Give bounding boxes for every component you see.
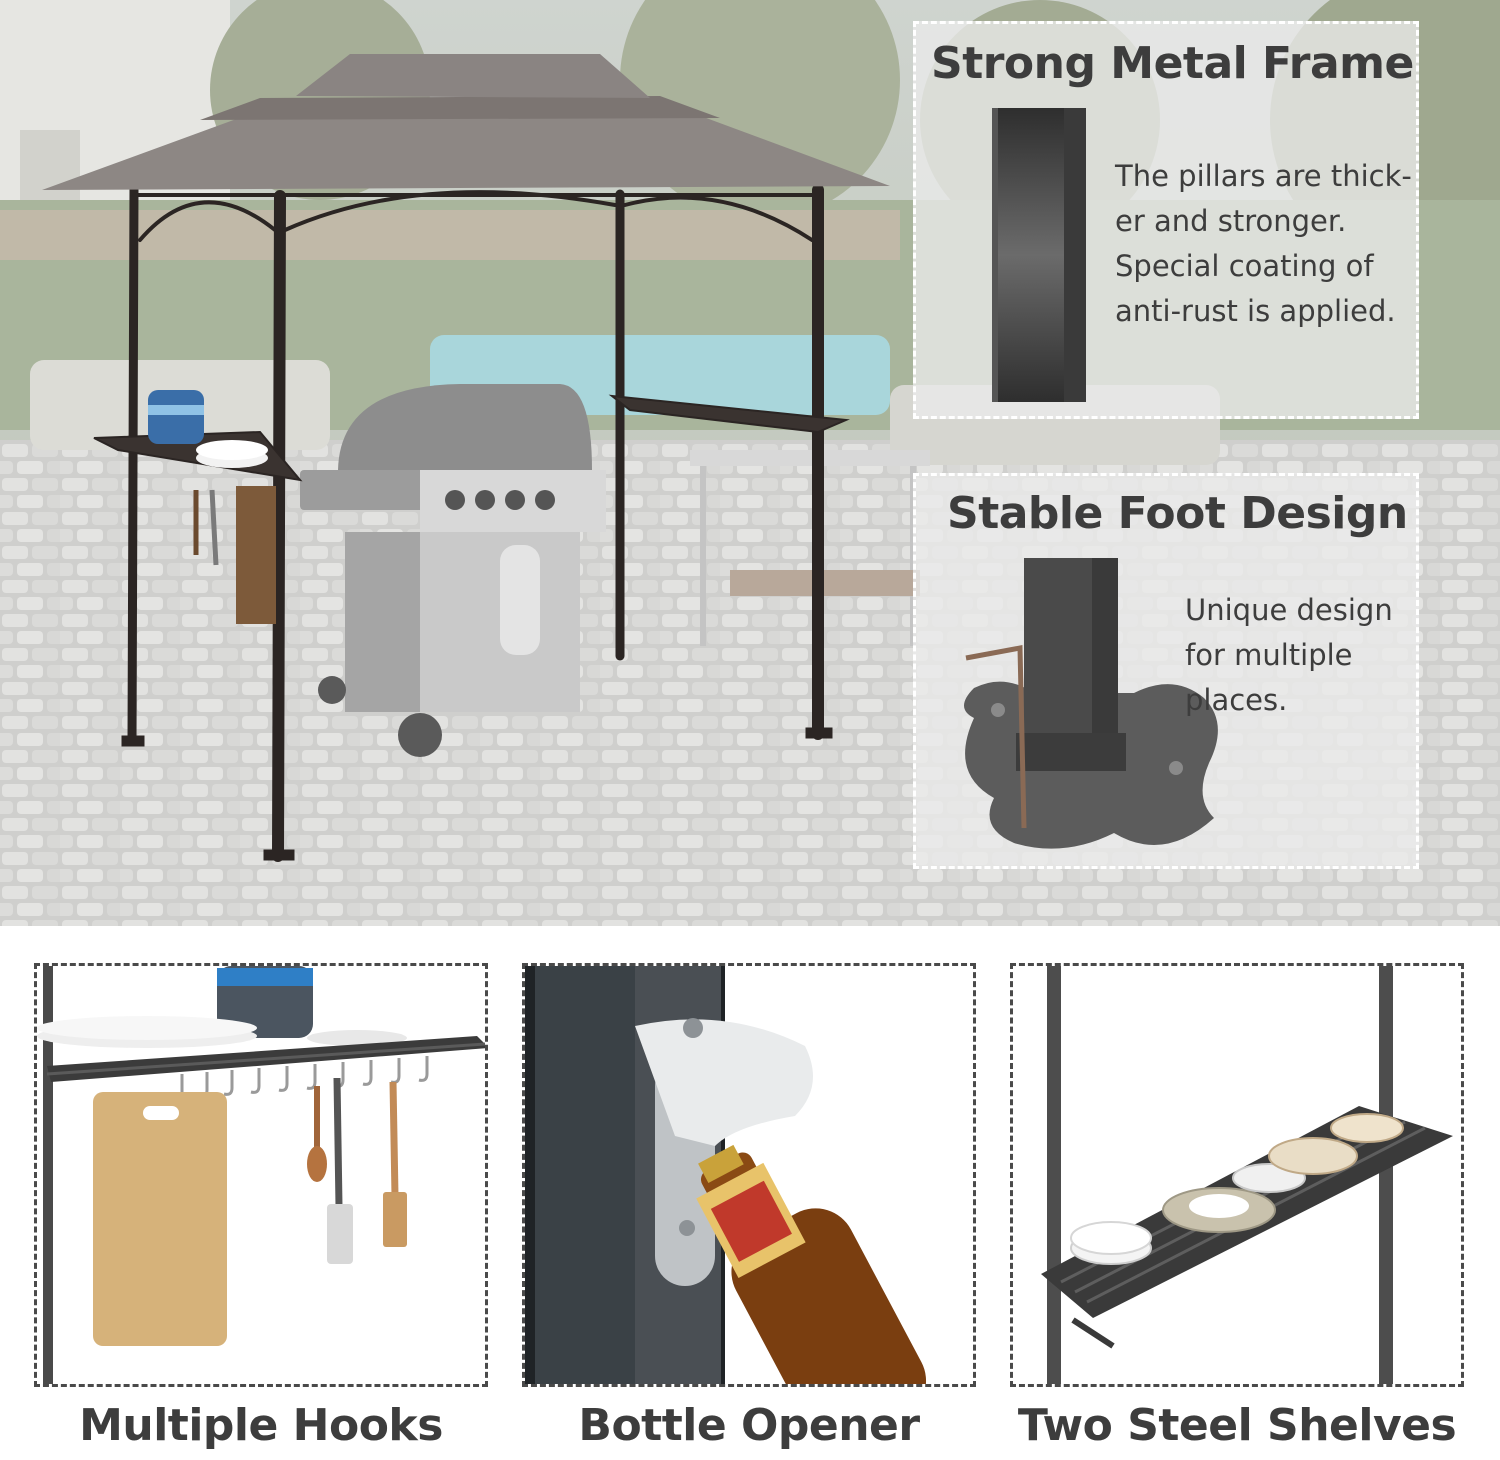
frame-feature-title: Strong Metal Frame [931,38,1414,89]
foot-base-icon [964,558,1218,849]
gazebo-canopy [42,54,890,190]
hooks-caption: Multiple Hooks [79,1400,443,1451]
pillar-icon [992,108,1086,402]
foot-feature-panel: Stable Foot Design Unique design for mul… [913,473,1419,869]
shelves-detail-frame [1010,963,1464,1387]
gazebo-scene: Strong Metal Frame The pillars are thick… [0,0,1500,926]
shelves-caption: Two Steel Shelves [1017,1400,1457,1451]
opener-caption: Bottle Opener [578,1400,920,1451]
pillar-illustration [992,108,1086,402]
foot-illustration [944,558,1234,858]
frame-feature-text: The pillars are thick- er and stronger. … [1115,159,1412,328]
gazebo-frame [93,183,850,862]
grill-illustration [300,384,606,757]
foot-feature-title: Stable Foot Design [947,488,1408,539]
steel-shelf-illustration [1013,966,1461,1384]
hooks-illustration [37,966,485,1384]
bottle-opener-illustration [525,966,973,1384]
foot-feature-text: Unique design for multiple places. [1185,593,1393,717]
opener-detail-frame [522,963,976,1387]
frame-feature-panel: Strong Metal Frame The pillars are thick… [913,21,1419,419]
hooks-detail-frame [34,963,488,1387]
